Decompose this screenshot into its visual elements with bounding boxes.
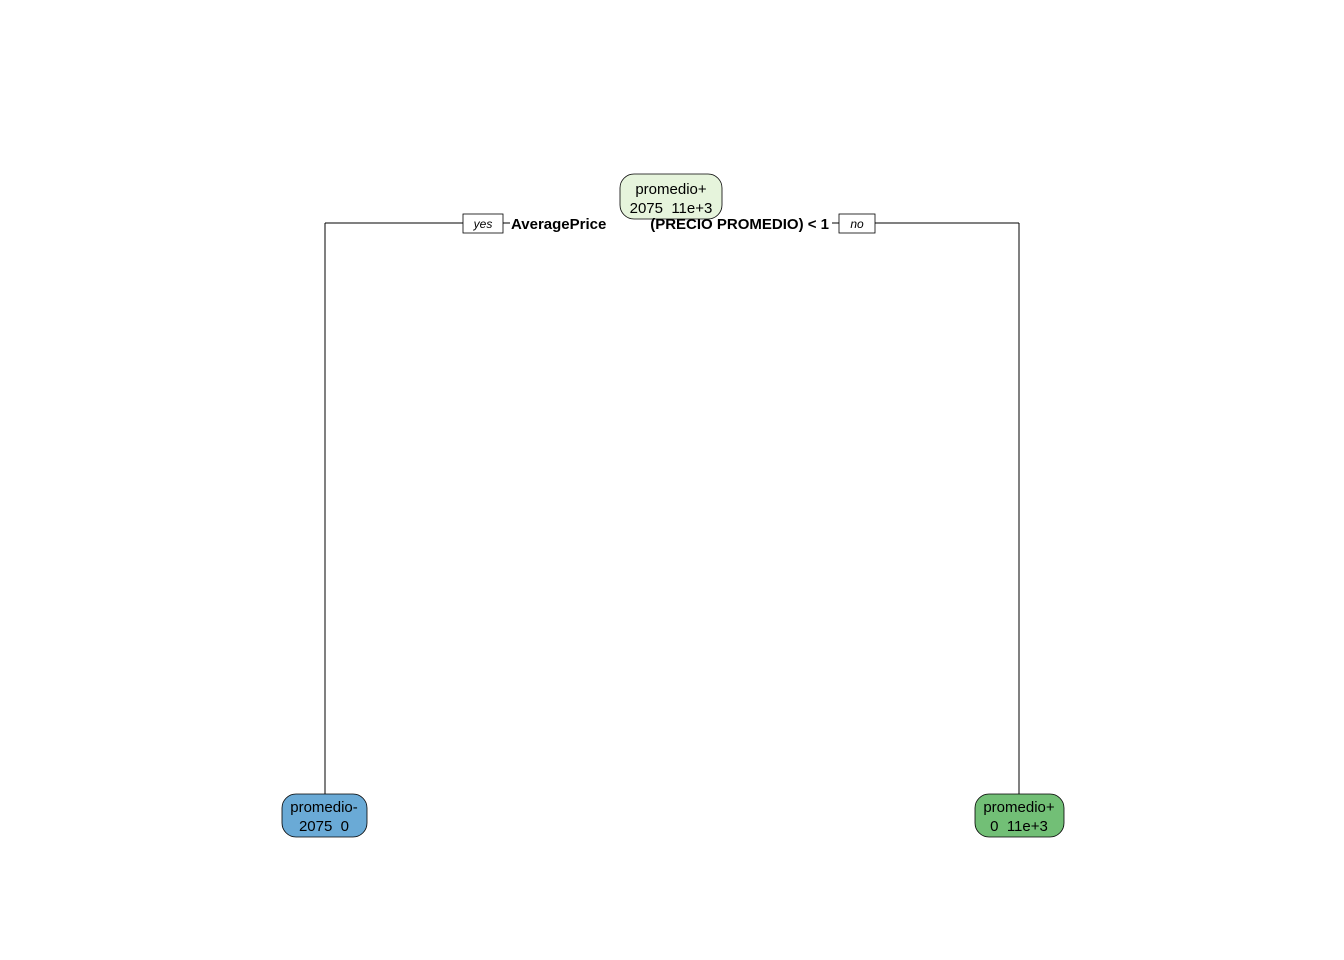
root-node-class-label: promedio+: [635, 181, 707, 198]
root-node-counts-label: 2075 11e+3: [630, 200, 713, 217]
branch-yes-box: [462, 213, 504, 234]
branch-no-box: [838, 213, 876, 234]
branch-no-label: no: [850, 217, 864, 231]
branch-no: no: [838, 213, 876, 234]
tree-edges: [324, 222, 1020, 795]
right-leaf-node: promedio+ 0 11e+3: [974, 793, 1065, 838]
split-variable-label: AveragePrice: [511, 216, 606, 233]
branch-yes-label: yes: [473, 217, 493, 231]
left-leaf-counts-label: 2075 0: [299, 818, 349, 835]
left-leaf-class-label: promedio-: [290, 799, 358, 816]
root-node: promedio+ 2075 11e+3: [619, 173, 723, 220]
branch-yes: yes: [462, 213, 504, 234]
left-leaf-box: [281, 793, 368, 838]
right-leaf-class-label: promedio+: [983, 799, 1055, 816]
root-node-box: [619, 173, 723, 220]
split-condition-label: (PRECIO PROMEDIO) < 1: [650, 216, 829, 233]
right-leaf-box: [974, 793, 1065, 838]
right-leaf-counts-label: 0 11e+3: [990, 818, 1048, 835]
left-leaf-node: promedio- 2075 0: [281, 793, 368, 838]
